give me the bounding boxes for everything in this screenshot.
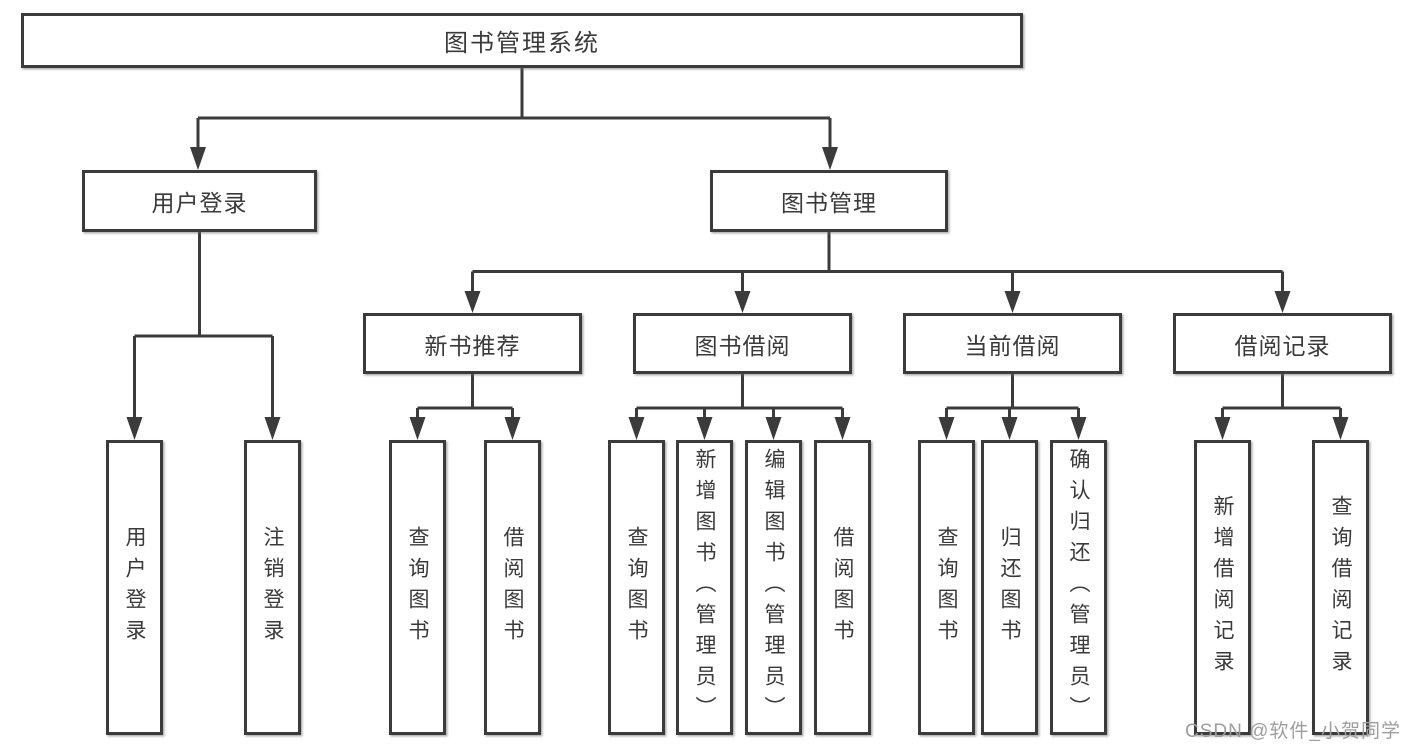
node-current-borrow: 当前借阅 [903,313,1122,374]
leaf-borrow-borrow-book: 借阅图书 [814,440,871,735]
leaf-records-add-record-label: 新增借阅记录 [1211,494,1234,681]
leaf-borrow-add-book-admin-label: 新增图书（管理员） [693,448,716,727]
leaf-current-return-book-label: 归还图书 [998,525,1021,650]
leaf-current-confirm-return-admin: 确认归还（管理员） [1050,440,1107,735]
node-new-book-recommend-label: 新书推荐 [424,332,521,359]
leaf-recommend-borrow-book: 借阅图书 [484,440,541,735]
leaf-borrow-query-book: 查询图书 [608,440,665,735]
leaf-recommend-query-book: 查询图书 [389,440,446,735]
leaf-borrow-edit-book-admin: 编辑图书（管理员） [745,440,802,735]
node-user-login: 用户登录 [82,170,317,232]
node-borrow-records: 借阅记录 [1173,313,1392,374]
node-book-borrow-label: 图书借阅 [694,332,791,359]
leaf-logout-login-label: 注销登录 [261,525,284,650]
leaf-recommend-query-book-label: 查询图书 [406,525,429,650]
node-user-login-label: 用户登录 [151,190,248,216]
node-book-borrow: 图书借阅 [633,313,852,374]
leaf-user-login-label: 用户登录 [123,525,146,650]
leaf-records-query-record: 查询借阅记录 [1312,440,1369,735]
leaf-borrow-add-book-admin: 新增图书（管理员） [676,440,733,735]
leaf-records-query-record-label: 查询借阅记录 [1329,494,1352,681]
node-library-system-label: 图书管理系统 [444,30,600,57]
leaf-current-query-book: 查询图书 [918,440,975,735]
arrowheads [126,147,1349,440]
node-current-borrow-label: 当前借阅 [964,332,1061,359]
node-new-book-recommend: 新书推荐 [363,313,582,374]
leaf-logout-login: 注销登录 [244,440,301,735]
leaf-current-return-book: 归还图书 [981,440,1038,735]
leaf-recommend-borrow-book-label: 借阅图书 [501,525,524,650]
leaf-borrow-edit-book-admin-label: 编辑图书（管理员） [762,448,785,727]
node-book-management: 图书管理 [710,170,948,232]
node-book-management-label: 图书管理 [781,190,877,216]
leaf-borrow-query-book-label: 查询图书 [625,525,648,650]
leaf-current-confirm-return-admin-label: 确认归还（管理员） [1067,448,1090,727]
csdn-watermark: CSDN @软件_小贺同学 [1185,721,1401,742]
node-library-system: 图书管理系统 [21,13,1023,68]
leaf-current-query-book-label: 查询图书 [935,525,958,650]
leaf-records-add-record: 新增借阅记录 [1194,440,1251,735]
leaf-borrow-borrow-book-label: 借阅图书 [831,525,854,650]
node-borrow-records-label: 借阅记录 [1234,332,1331,359]
leaf-user-login: 用户登录 [106,440,163,735]
